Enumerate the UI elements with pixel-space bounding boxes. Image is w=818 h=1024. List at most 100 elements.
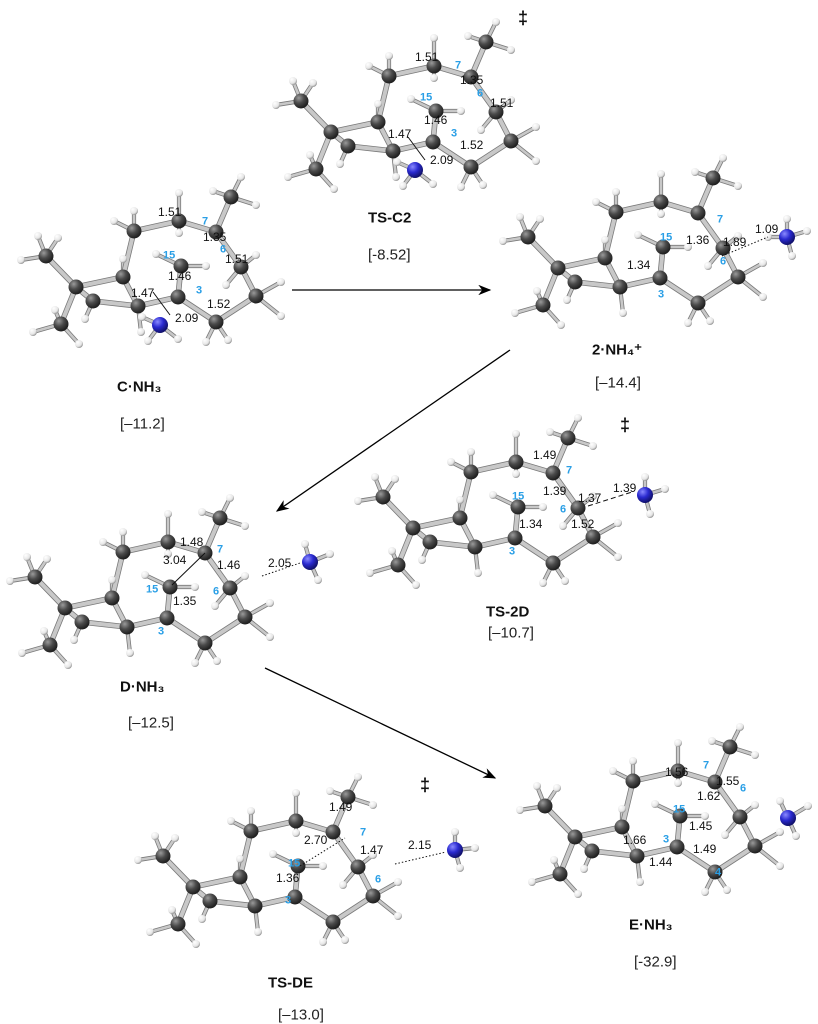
carbon-atom	[705, 170, 721, 186]
structure-title: 2·NH₄⁺	[592, 341, 643, 359]
hydrogen-atom	[198, 508, 206, 516]
bond-distance: 1.46	[424, 113, 448, 127]
hydrogen-atom	[507, 96, 515, 104]
bond-distance: 1.34	[627, 258, 651, 272]
arrow-2-to-d	[275, 349, 511, 512]
hydrogen-atom	[532, 157, 540, 165]
hydrogen-atom	[641, 473, 649, 481]
atom-number: 6	[375, 873, 382, 886]
carbon-atom	[425, 134, 441, 150]
hydrogen-atom	[394, 878, 402, 886]
bond	[675, 845, 717, 874]
structure-title: TS-C2	[368, 209, 412, 227]
contact-line	[394, 851, 447, 865]
hydrogen-atom	[418, 556, 426, 564]
carbon-atom	[608, 204, 624, 220]
carbon-atom	[520, 229, 536, 245]
hydrogen-atom	[429, 180, 437, 188]
carbon-atom	[74, 614, 90, 630]
bond	[469, 139, 513, 169]
carbon-atom	[730, 269, 746, 285]
hydrogen-atom	[354, 773, 362, 781]
contact-line	[407, 136, 426, 161]
carbon-atom	[614, 819, 630, 835]
structure-title: D·NH₃	[120, 678, 165, 696]
atom-number: 6	[213, 585, 220, 598]
bond-distance: 1.46	[217, 558, 241, 572]
hydrogen-atom	[171, 834, 179, 842]
hydrogen-atom	[54, 234, 62, 242]
carbon-atom	[503, 133, 519, 149]
hydrogen-atom	[550, 856, 558, 864]
hydrogen-atom	[330, 185, 338, 193]
hydrogen-atom	[533, 782, 541, 790]
carbon-atom	[747, 838, 763, 854]
bond-distance: 1.49	[329, 800, 353, 814]
hydrogen-atom	[430, 34, 438, 42]
bond-distance: 1.55	[716, 774, 740, 788]
bond-distance: 1.62	[697, 789, 721, 803]
hydrogen-atom	[574, 414, 582, 422]
hydrogen-atom	[657, 210, 665, 218]
carbon-atom	[655, 239, 671, 255]
hydrogen-atom	[674, 739, 682, 747]
hydrogen-atom	[241, 572, 249, 580]
hydrogen-atom	[202, 338, 210, 346]
nitrogen-atom	[152, 317, 168, 333]
carbon-atom	[155, 848, 171, 864]
hydrogen-atom	[701, 812, 709, 820]
relative-energy: [–12.5]	[128, 714, 174, 732]
bond	[165, 616, 207, 645]
atom-number: 7	[360, 826, 367, 839]
hydrogen-atom	[546, 428, 554, 436]
carbon-atom	[115, 269, 131, 285]
carbon-atom	[707, 774, 723, 790]
carbon-atom	[467, 539, 483, 555]
hydrogen-atom	[254, 928, 262, 936]
hydrogen-atom	[489, 491, 497, 499]
bond	[203, 615, 247, 645]
carbon-atom	[293, 93, 309, 109]
structure-title: TS-2D	[486, 603, 530, 621]
carbon-atom	[170, 289, 186, 305]
carbon-atom	[690, 205, 706, 221]
hydrogen-atom	[119, 255, 127, 263]
hydrogen-atom	[292, 829, 300, 837]
atom-number: 7	[455, 59, 462, 72]
transition-state-marker: ‡	[620, 415, 631, 435]
atom-number: 7	[566, 464, 573, 477]
hydrogen-atom	[516, 806, 524, 814]
carbon-atom	[290, 858, 306, 874]
bond-distance: 1.51	[415, 50, 439, 64]
hydrogen-atom	[292, 789, 300, 797]
hydrogen-atom	[314, 576, 322, 584]
hydrogen-atom	[99, 538, 107, 546]
bond	[91, 299, 140, 308]
carbon-atom	[222, 580, 238, 596]
hydrogen-atom	[536, 215, 544, 223]
carbon-atom	[42, 637, 58, 653]
hydrogen-atom	[134, 856, 142, 864]
hydrogen-atom	[792, 832, 800, 840]
hydrogen-atom	[110, 217, 118, 225]
carbon-atom	[652, 270, 668, 286]
hydrogen-atom	[191, 583, 199, 591]
bond-distance: 1.39	[613, 481, 637, 495]
contact-line	[721, 236, 769, 257]
carbon-atom	[732, 809, 748, 825]
relative-energy: [–14.4]	[595, 374, 641, 392]
atom-number: 7	[703, 759, 710, 772]
bond	[238, 829, 253, 879]
atom-number: 7	[202, 215, 209, 228]
hydrogen-atom	[309, 79, 317, 87]
hydrogen-atom	[751, 801, 759, 809]
bond	[176, 295, 218, 324]
bond-distance: 1.47	[360, 843, 384, 857]
bond-distance: 1.49	[693, 842, 717, 856]
relative-energy: [-32.9]	[634, 953, 677, 971]
bond	[603, 210, 618, 260]
hydrogen-atom	[369, 851, 377, 859]
bond	[713, 844, 757, 874]
hydrogen-atom	[374, 100, 382, 108]
hydrogen-atom	[479, 181, 487, 189]
